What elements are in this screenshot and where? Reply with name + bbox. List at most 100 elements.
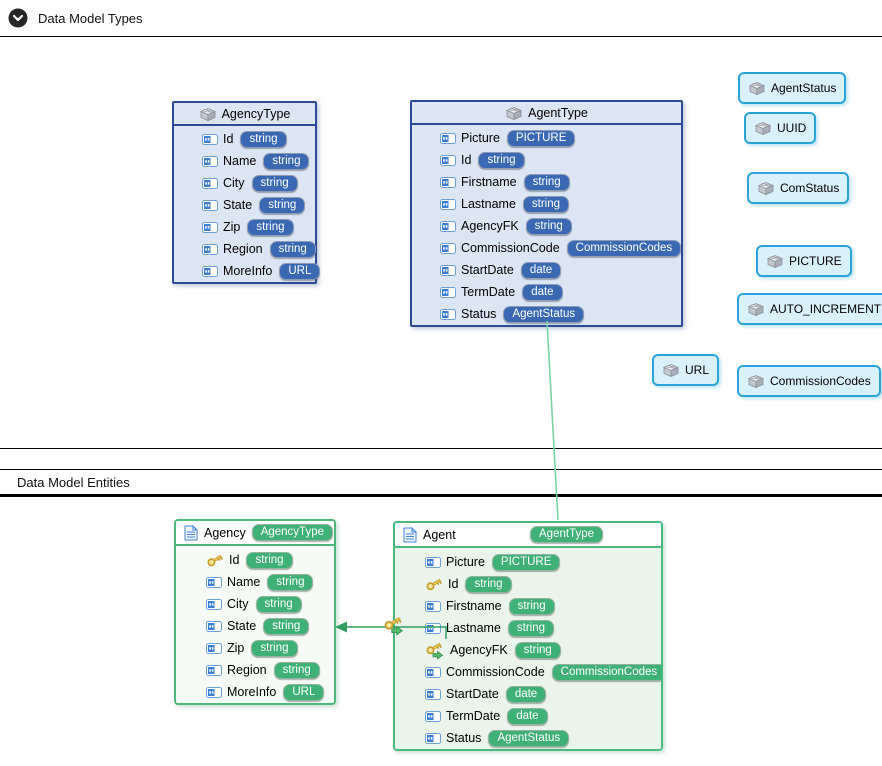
divider <box>0 448 882 449</box>
field-type-badge: string <box>465 575 512 593</box>
field-name: Id <box>223 132 234 146</box>
field-icon <box>202 200 218 211</box>
field-icon <box>206 577 222 588</box>
chip-label: AgentStatus <box>771 81 837 95</box>
field-row[interactable]: Id string <box>174 128 315 150</box>
field-name: StartDate <box>446 687 499 701</box>
types-section-title: Data Model Types <box>38 11 143 26</box>
field-row[interactable]: Picture PICTURE <box>395 551 661 573</box>
field-icon <box>202 156 218 167</box>
field-row[interactable]: Status AgentStatus <box>412 303 681 325</box>
field-name: TermDate <box>446 709 501 723</box>
field-type-badge: string <box>247 218 294 236</box>
type-cube-icon <box>662 362 680 378</box>
field-name: City <box>227 597 249 611</box>
field-row[interactable]: Id string <box>395 573 661 595</box>
field-name: Name <box>223 154 257 168</box>
field-row[interactable]: Region string <box>176 659 334 681</box>
type-box-agenttype[interactable]: AgentType Picture PICTURE Id string Firs… <box>410 100 683 327</box>
field-name: CommissionCode <box>461 241 560 255</box>
entity-box-header[interactable]: Agent AgentType <box>395 523 661 548</box>
type-box-header[interactable]: AgencyType <box>174 103 315 126</box>
field-icon <box>202 222 218 233</box>
field-type-badge: date <box>522 283 563 301</box>
field-row[interactable]: Zip string <box>174 216 315 238</box>
field-row[interactable]: City string <box>176 593 334 615</box>
type-cube-icon <box>766 253 784 269</box>
field-name: State <box>227 619 257 633</box>
field-row[interactable]: Firstname string <box>412 171 681 193</box>
field-type-badge: AgentStatus <box>503 305 585 323</box>
entity-type-badge: AgencyType <box>251 524 333 541</box>
field-row[interactable]: AgencyFK string <box>412 215 681 237</box>
field-icon <box>206 665 222 676</box>
field-row[interactable]: Region string <box>174 238 316 260</box>
field-type-badge: string <box>523 173 570 191</box>
field-type-badge: string <box>273 661 320 679</box>
field-row[interactable]: Picture PICTURE <box>412 127 681 149</box>
document-icon <box>184 525 198 541</box>
field-row[interactable]: MoreInfo URL <box>174 260 321 282</box>
type-cube-icon <box>757 180 775 196</box>
field-type-badge: string <box>507 619 555 637</box>
divider <box>0 36 882 37</box>
field-type-badge: string <box>259 196 306 214</box>
chip-picture[interactable]: PICTURE <box>756 245 852 277</box>
field-row[interactable]: CommissionCode CommissionCodes <box>412 237 682 259</box>
type-box-title: AgentType <box>528 105 588 120</box>
field-icon <box>440 287 456 298</box>
field-type-badge: string <box>263 617 310 635</box>
field-row[interactable]: AgencyFK string <box>395 639 661 661</box>
entity-box-agent[interactable]: Agent AgentType Picture PICTURE Id strin… <box>393 521 663 751</box>
field-type-badge: PICTURE <box>491 553 561 571</box>
field-row[interactable]: State string <box>174 194 315 216</box>
chip-agentstatus[interactable]: AgentStatus <box>738 72 847 104</box>
field-row[interactable]: City string <box>174 172 315 194</box>
field-type-badge: date <box>520 261 562 279</box>
chip-commissioncodes[interactable]: CommissionCodes <box>737 365 881 397</box>
field-row[interactable]: Name string <box>174 150 315 172</box>
field-row[interactable]: State string <box>176 615 334 637</box>
field-row[interactable]: StartDate date <box>395 683 661 705</box>
field-name: Firstname <box>446 599 502 613</box>
field-name: Id <box>229 553 240 567</box>
foreign-key-icon <box>425 640 445 660</box>
field-name: Lastname <box>461 197 516 211</box>
chip-label: AUTO_INCREMENT <box>770 302 882 316</box>
field-row[interactable]: TermDate date <box>412 281 681 303</box>
chip-label: URL <box>685 363 710 377</box>
field-row[interactable]: TermDate date <box>395 705 661 727</box>
type-box-agencytype[interactable]: AgencyType Id string Name string City st… <box>172 101 321 284</box>
field-icon <box>425 557 441 568</box>
field-type-badge: PICTURE <box>506 129 576 147</box>
chip-url[interactable]: URL <box>652 354 720 386</box>
field-row[interactable]: StartDate date <box>412 259 681 281</box>
field-icon <box>440 155 456 166</box>
chip-auto-increment[interactable]: AUTO_INCREMENT <box>737 293 882 325</box>
field-type-badge: CommissionCodes <box>551 663 661 681</box>
field-icon <box>440 177 456 188</box>
entity-box-agency[interactable]: Agency AgencyType Id string Name string … <box>174 519 336 705</box>
type-box-header[interactable]: AgentType <box>412 102 681 125</box>
entity-box-header[interactable]: Agency AgencyType <box>176 521 334 546</box>
chip-comstatus[interactable]: ComStatus <box>747 172 850 204</box>
field-row[interactable]: Id string <box>176 549 334 571</box>
field-row[interactable]: Lastname string <box>412 193 681 215</box>
field-row[interactable]: CommissionCode CommissionCodes <box>395 661 661 683</box>
field-row[interactable]: Status AgentStatus <box>395 727 661 749</box>
field-type-badge: string <box>255 595 302 613</box>
field-name: CommissionCode <box>446 665 545 679</box>
field-name: Picture <box>461 131 500 145</box>
field-row[interactable]: Lastname string <box>395 617 661 639</box>
chip-uuid[interactable]: UUID <box>744 112 817 144</box>
chevron-down-icon <box>8 8 28 28</box>
collapse-types-button[interactable] <box>8 8 28 28</box>
field-row[interactable]: Zip string <box>176 637 334 659</box>
field-row[interactable]: Id string <box>412 149 681 171</box>
field-icon <box>206 599 222 610</box>
field-row[interactable]: Firstname string <box>395 595 661 617</box>
field-name: Zip <box>227 641 245 655</box>
field-name: Id <box>461 153 472 167</box>
field-row[interactable]: MoreInfo URL <box>176 681 334 703</box>
field-row[interactable]: Name string <box>176 571 334 593</box>
